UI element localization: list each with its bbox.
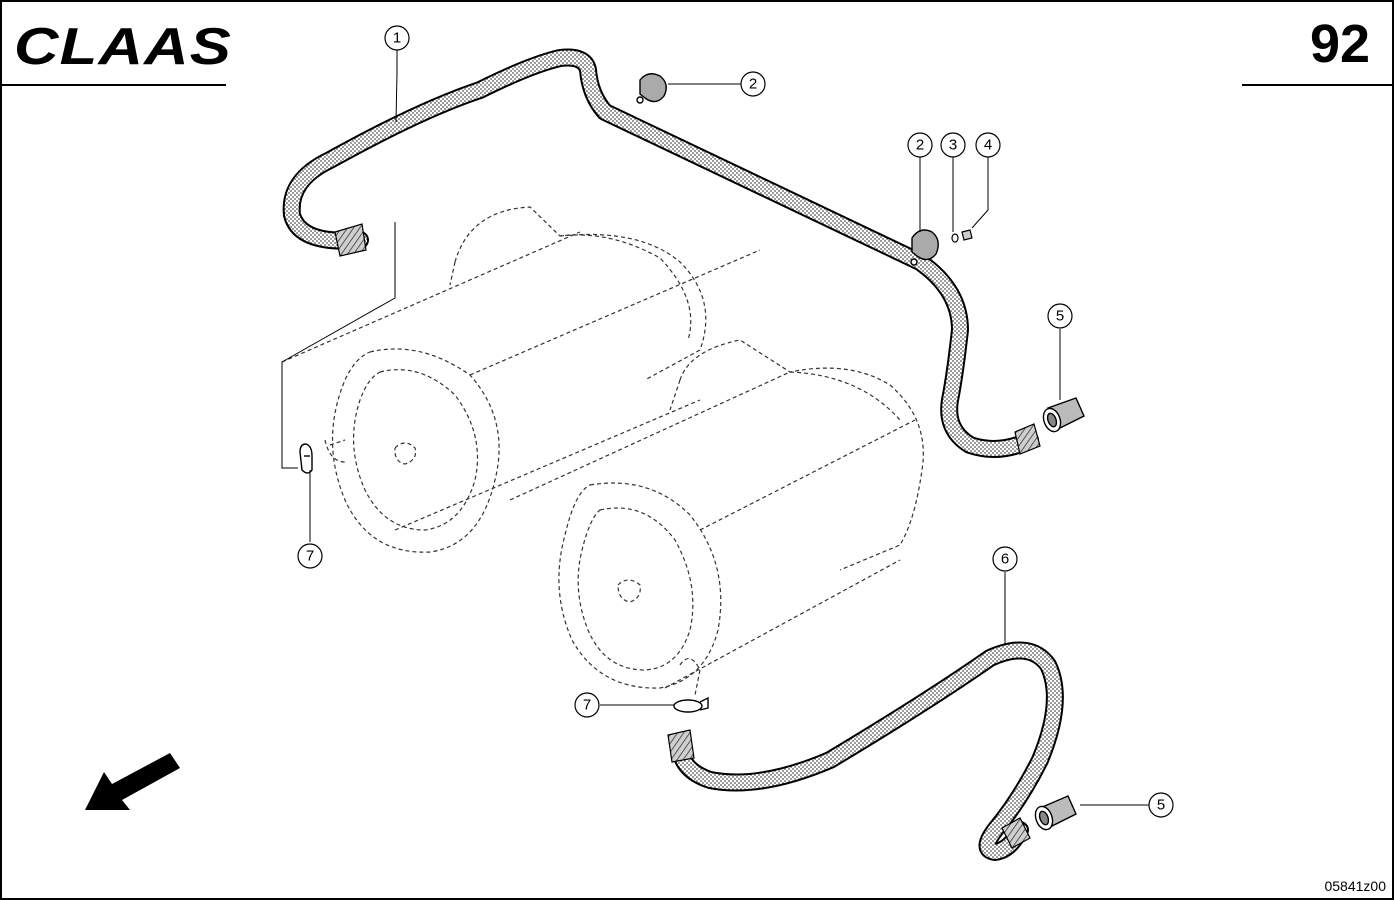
callout-2a[interactable]: 2 xyxy=(740,71,766,97)
washer-icon xyxy=(951,233,959,243)
svg-text:CLAAS: CLAAS xyxy=(14,18,232,74)
svg-text:7: 7 xyxy=(583,697,591,714)
document-id: 05841z00 xyxy=(1324,878,1386,894)
svg-text:1: 1 xyxy=(393,30,401,47)
air-filter-housing-rear xyxy=(281,206,761,553)
svg-text:5: 5 xyxy=(1157,797,1165,814)
svg-text:6: 6 xyxy=(1001,551,1009,568)
callout-4[interactable]: 4 xyxy=(975,132,1001,158)
callout-1[interactable]: 1 xyxy=(384,25,410,51)
air-filter-housing-front xyxy=(509,339,924,696)
svg-text:2: 2 xyxy=(749,76,757,93)
page-number: 92 xyxy=(1309,14,1371,74)
hose-lower xyxy=(667,641,1064,861)
hose-upper-ribbed-end-left xyxy=(334,223,367,257)
hose-upper xyxy=(282,48,1041,458)
connection-guide-line xyxy=(281,222,396,469)
hose-clip-icon xyxy=(299,443,313,474)
hose-clamp-icon xyxy=(636,73,667,104)
svg-text:5: 5 xyxy=(1056,308,1064,325)
hose-lower-ribbed-end-bottom xyxy=(1001,817,1031,849)
callout-3[interactable]: 3 xyxy=(940,132,966,158)
hose-clamp-icon xyxy=(910,229,939,266)
hose-upper-ribbed-end-right xyxy=(1014,423,1041,455)
leader-lines xyxy=(309,50,1149,806)
callout-7b[interactable]: 7 xyxy=(574,692,600,718)
svg-text:4: 4 xyxy=(984,137,992,154)
svg-text:2: 2 xyxy=(916,137,924,154)
callout-2b[interactable]: 2 xyxy=(907,132,933,158)
direction-arrow-icon xyxy=(85,753,180,810)
claas-logo: CLAAS xyxy=(14,18,232,74)
hose-lower-ribbed-end-top xyxy=(667,729,695,763)
callout-5a[interactable]: 5 xyxy=(1047,303,1073,329)
hose-clip-icon xyxy=(673,696,709,713)
hose-connector-icon xyxy=(1034,795,1077,831)
callout-5b[interactable]: 5 xyxy=(1148,792,1174,818)
callout-7a[interactable]: 7 xyxy=(297,543,323,569)
callout-6[interactable]: 6 xyxy=(992,546,1018,572)
svg-text:7: 7 xyxy=(306,548,314,565)
svg-text:3: 3 xyxy=(949,137,957,154)
nut-icon xyxy=(961,229,973,241)
hose-connector-icon xyxy=(1042,397,1085,433)
